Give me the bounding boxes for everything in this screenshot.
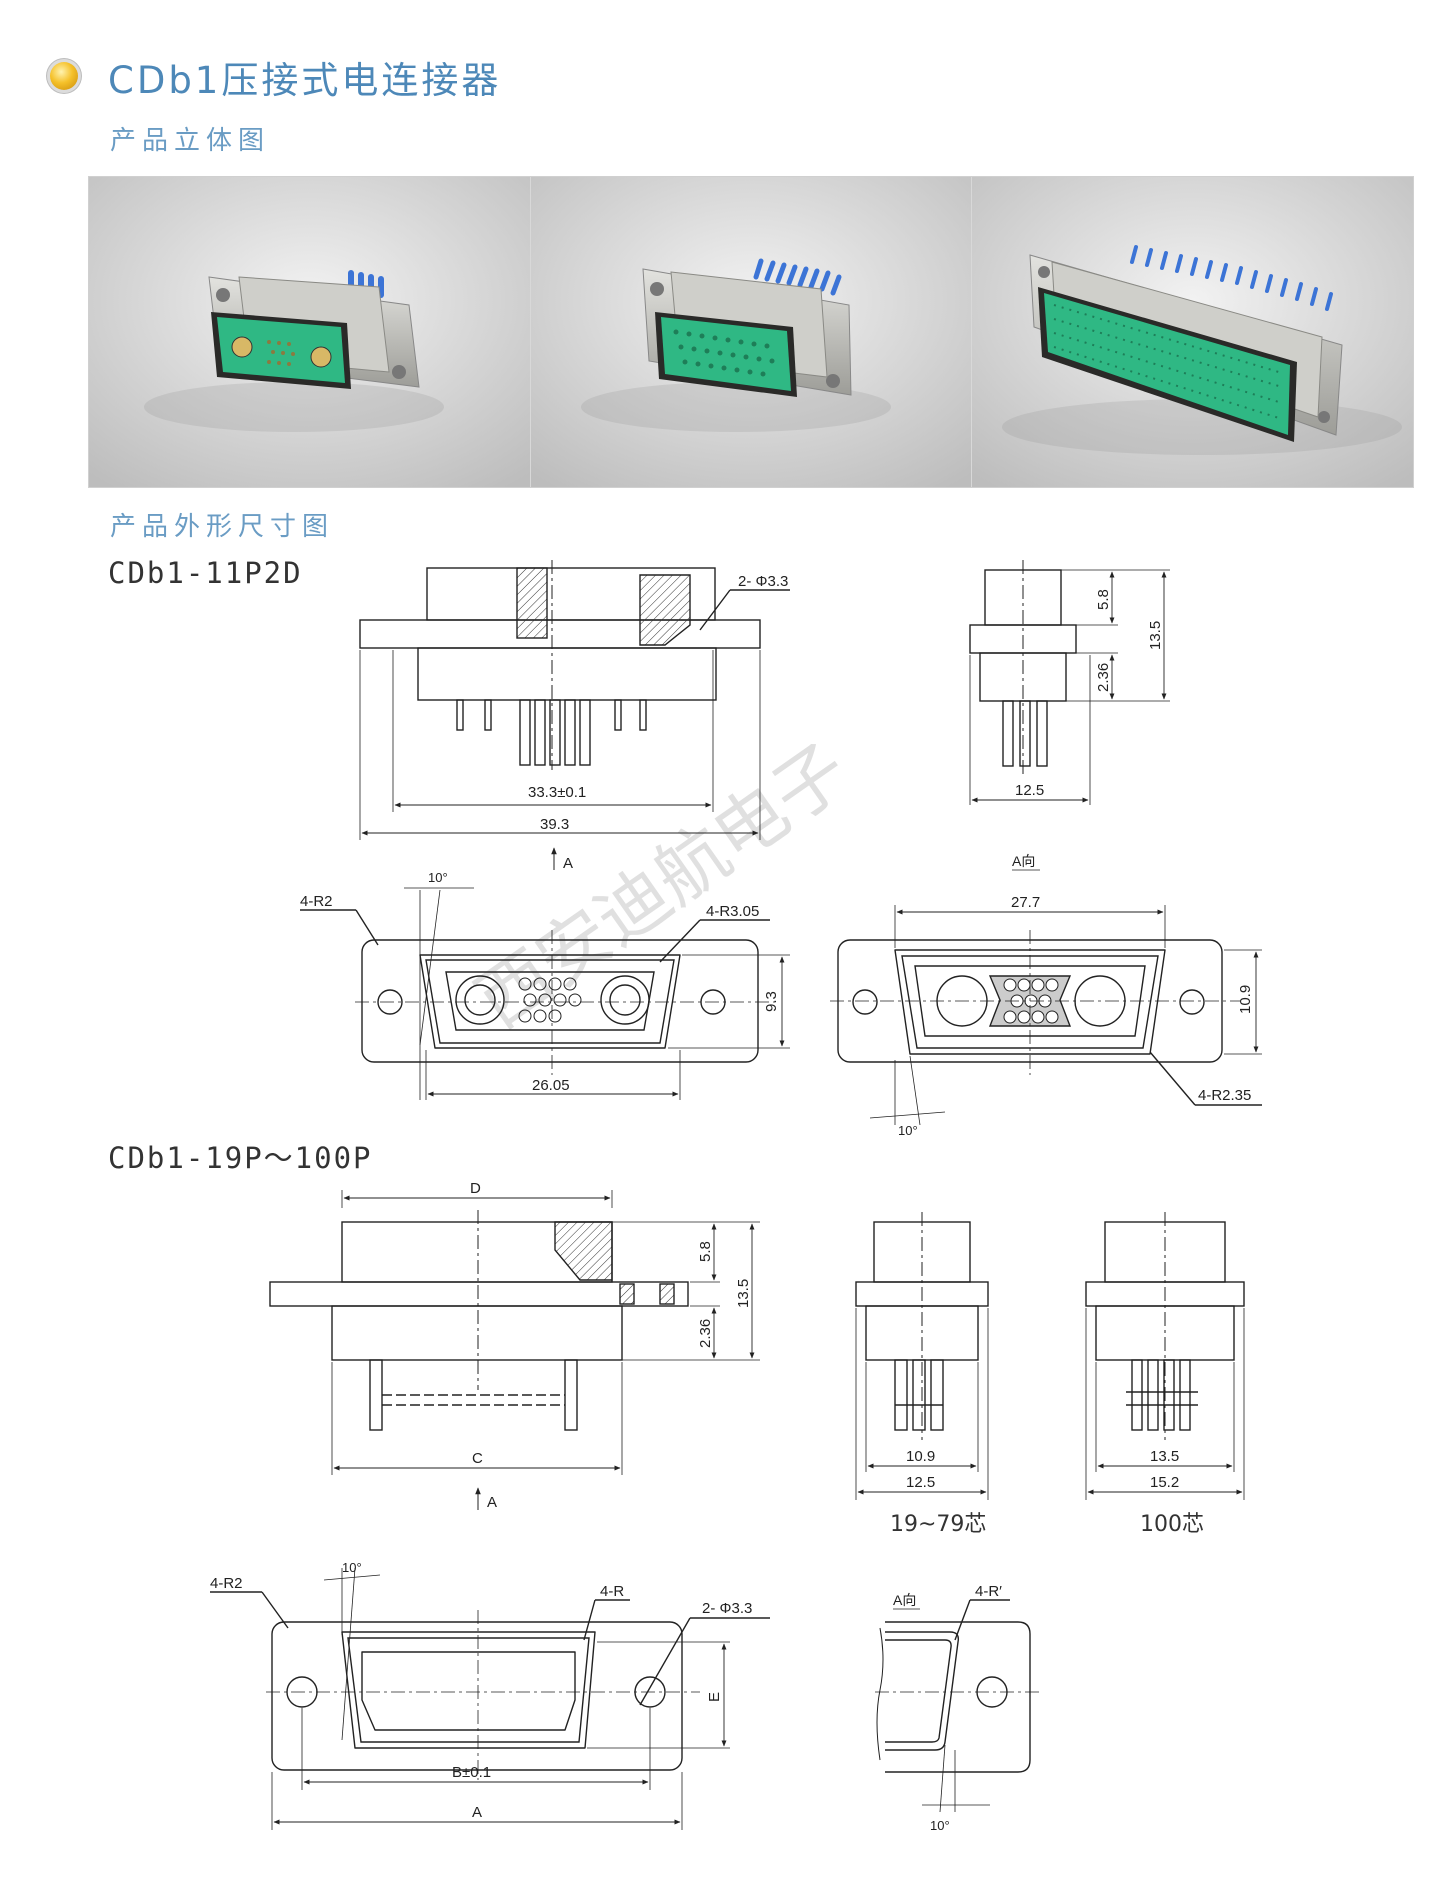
connector-11p2d-image: [89, 177, 530, 487]
dim-e: E: [706, 1692, 723, 1702]
dim-5-8-19p: 5.8: [697, 1241, 714, 1262]
dim-5-8-side: 5.8: [1095, 589, 1112, 610]
dim-9-3: 9.3: [763, 991, 780, 1012]
caption-100-cores: 100芯: [1140, 1512, 1204, 1537]
product-photo-44p: [530, 177, 973, 487]
drawing-19p-79p-side: 10.9 12.5: [855, 1212, 989, 1500]
dim-13-5-side: 13.5: [1147, 621, 1164, 650]
watermark: 西安迪航电子: [463, 730, 863, 1043]
dim-27-7: 27.7: [1011, 894, 1040, 911]
dim-10-9: 10.9: [1237, 985, 1254, 1014]
dim-12-5-side: 12.5: [1015, 782, 1044, 799]
product-photo-100p: [972, 177, 1414, 487]
dim-r-19p: 4-R: [600, 1583, 624, 1600]
drawing-19p-100p-face: 4-R2 10° 4-R 2- Φ3.3 E B±0.1 A: [210, 1560, 770, 1830]
dim-33-3: 33.3±0.1: [528, 784, 586, 801]
dim-angle-11p2d: 10°: [428, 870, 448, 885]
dim-13-5-100p: 13.5: [1150, 1448, 1179, 1465]
dim-39-3: 39.3: [540, 816, 569, 833]
drawing-11p2d-a-view: A向 27.7 10.9 4-R2.35 10°: [830, 853, 1262, 1138]
product-photo-strip: [88, 176, 1414, 488]
dim-2-36-19p: 2.36: [697, 1319, 714, 1348]
dim-r2-19p: 4-R2: [210, 1575, 243, 1592]
view-arrow-a: A: [563, 855, 573, 872]
dim-hole-19p: 2- Φ3.3: [702, 1600, 752, 1617]
drawing-19p-100p-front: D C A 5.8 2.36 13.5: [269, 1180, 760, 1511]
dim-angle-detail: 10°: [930, 1818, 950, 1833]
drawing-11p2d-front: 2- Φ3.3 33.3±0.1 39.3 A: [359, 560, 790, 872]
subtitle-3d-view: 产品立体图: [110, 126, 271, 156]
connector-100p-image: [972, 177, 1414, 487]
view-arrow-a-19p: A: [487, 1494, 497, 1511]
drawing-11p2d-side: 5.8 2.36 13.5 12.5: [969, 560, 1170, 805]
dim-angle-19p: 10°: [342, 1560, 362, 1575]
dim-a: A: [472, 1804, 482, 1821]
view-label-a-detail: A向: [893, 1592, 916, 1608]
dim-r3-05: 4-R3.05: [706, 903, 759, 920]
subtitle-dimension-drawings: 产品外形尺寸图: [110, 512, 335, 542]
model-label-19p-100p: CDb1-19P～100P: [108, 1141, 373, 1175]
header-bullet-icon: [50, 62, 78, 90]
dim-13-5-19p: 13.5: [735, 1279, 752, 1308]
dim-d: D: [470, 1180, 481, 1197]
drawing-11p2d-face: 4-R2 10° 4-R3.05 9.3 26.05: [300, 870, 790, 1100]
dim-10-9-19p: 10.9: [906, 1448, 935, 1465]
drawing-100p-side: 13.5 15.2: [1085, 1212, 1245, 1500]
dim-2-36-side: 2.36: [1095, 663, 1112, 692]
dim-hole-11p2d: 2- Φ3.3: [738, 573, 788, 590]
dim-15-2-100p: 15.2: [1150, 1474, 1179, 1491]
product-photo-11p2d: [89, 177, 531, 487]
dim-12-5-19p: 12.5: [906, 1474, 935, 1491]
page-title: CDb1压接式电连接器: [108, 59, 502, 102]
dim-b: B±0.1: [452, 1764, 491, 1781]
view-label-a-11p2d: A向: [1012, 853, 1035, 869]
caption-19-79-cores: 19~79芯: [890, 1512, 987, 1537]
drawing-a-view-detail: A向 4-R′ 10°: [875, 1583, 1040, 1833]
dim-26-05: 26.05: [532, 1077, 570, 1094]
dim-r2-11p2d: 4-R2: [300, 893, 333, 910]
model-label-11p2d: CDb1-11P2D: [108, 556, 303, 590]
dim-angle-a-view: 10°: [898, 1123, 918, 1138]
connector-44p-image: [530, 177, 972, 487]
dim-c: C: [472, 1450, 483, 1467]
dim-r2-35: 4-R2.35: [1198, 1087, 1251, 1104]
dim-r-prime: 4-R′: [975, 1583, 1002, 1600]
